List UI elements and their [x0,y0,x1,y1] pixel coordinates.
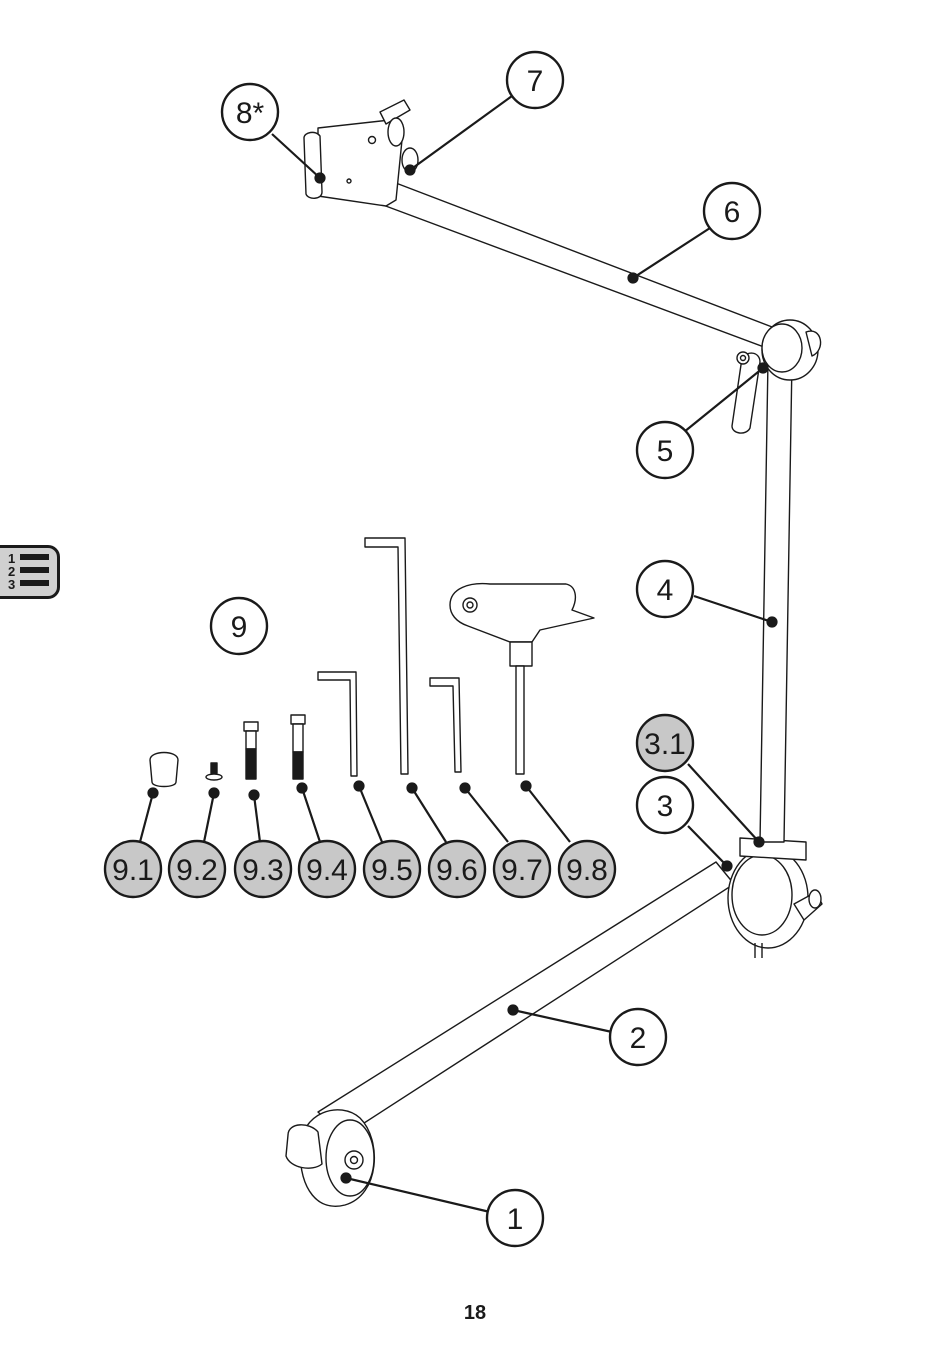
callout-9-6-label: 9.6 [436,854,478,887]
t-handle-key [449,582,595,775]
tool-kit-drawing [149,537,595,788]
callout-1-label: 1 [507,1203,524,1236]
callout-9-1: 9.1 [103,839,163,899]
callout-5: 5 [635,420,695,480]
small-screw [205,762,223,781]
callout-9-5-label: 9.5 [371,854,413,887]
callout-6-label: 6 [724,196,741,229]
bolt-short [243,721,259,780]
callout-6: 6 [702,181,762,241]
lower-arm-tube [317,861,735,1137]
middle-joint [727,837,823,958]
callout-8: 8* [220,82,280,142]
callout-3: 3 [635,775,695,835]
callout-7: 7 [505,50,565,110]
svg-text:1: 1 [8,551,15,566]
svg-text:2: 2 [8,564,15,579]
callout-2-label: 2 [630,1022,647,1055]
leader-lines [138,95,778,1214]
callout-3-1-label: 3.1 [644,728,686,761]
callout-9-8: 9.8 [557,839,617,899]
callout-9-7-label: 9.7 [501,854,543,887]
callout-3-1: 3.1 [635,713,695,773]
callout-8-label: 8* [236,97,265,130]
callout-3-label: 3 [657,790,674,823]
callouts: 1 2 3 3.1 4 5 6 7 [103,50,762,1248]
hex-key-small [429,677,462,773]
arm-assembly-drawing [285,99,823,1207]
toc-tab[interactable]: 1 2 3 [0,545,60,599]
svg-text:3: 3 [8,577,15,592]
hex-key-medium [317,671,358,777]
clamp-head [303,99,411,207]
page-number: 18 [463,1302,487,1324]
callout-9-label: 9 [231,611,248,644]
hex-key-large [364,537,409,775]
callout-9-8-label: 9.8 [566,854,608,887]
callout-4: 4 [635,559,695,619]
callout-7-label: 7 [527,65,544,98]
callout-2: 2 [608,1007,668,1067]
callout-9: 9 [209,596,269,656]
vertical-tube [759,359,793,843]
callout-4-label: 4 [657,574,674,607]
callout-9-4: 9.4 [297,839,357,899]
callout-9-2: 9.2 [167,839,227,899]
callout-9-7: 9.7 [492,839,552,899]
callout-9-5: 9.5 [362,839,422,899]
callout-1: 1 [485,1188,545,1248]
numbered-list-icon: 1 2 3 [8,551,49,592]
callout-9-6: 9.6 [427,839,487,899]
callout-9-2-label: 9.2 [176,854,218,887]
callout-9-4-label: 9.4 [306,854,348,887]
callout-5-label: 5 [657,435,674,468]
callout-9-1-label: 9.1 [112,854,154,887]
end-cap [149,751,179,788]
callout-9-3-label: 9.3 [242,854,284,887]
bolt-long [290,714,306,780]
upper-joint [731,319,822,434]
base-knuckle [285,1109,376,1207]
callout-9-3: 9.3 [233,839,293,899]
